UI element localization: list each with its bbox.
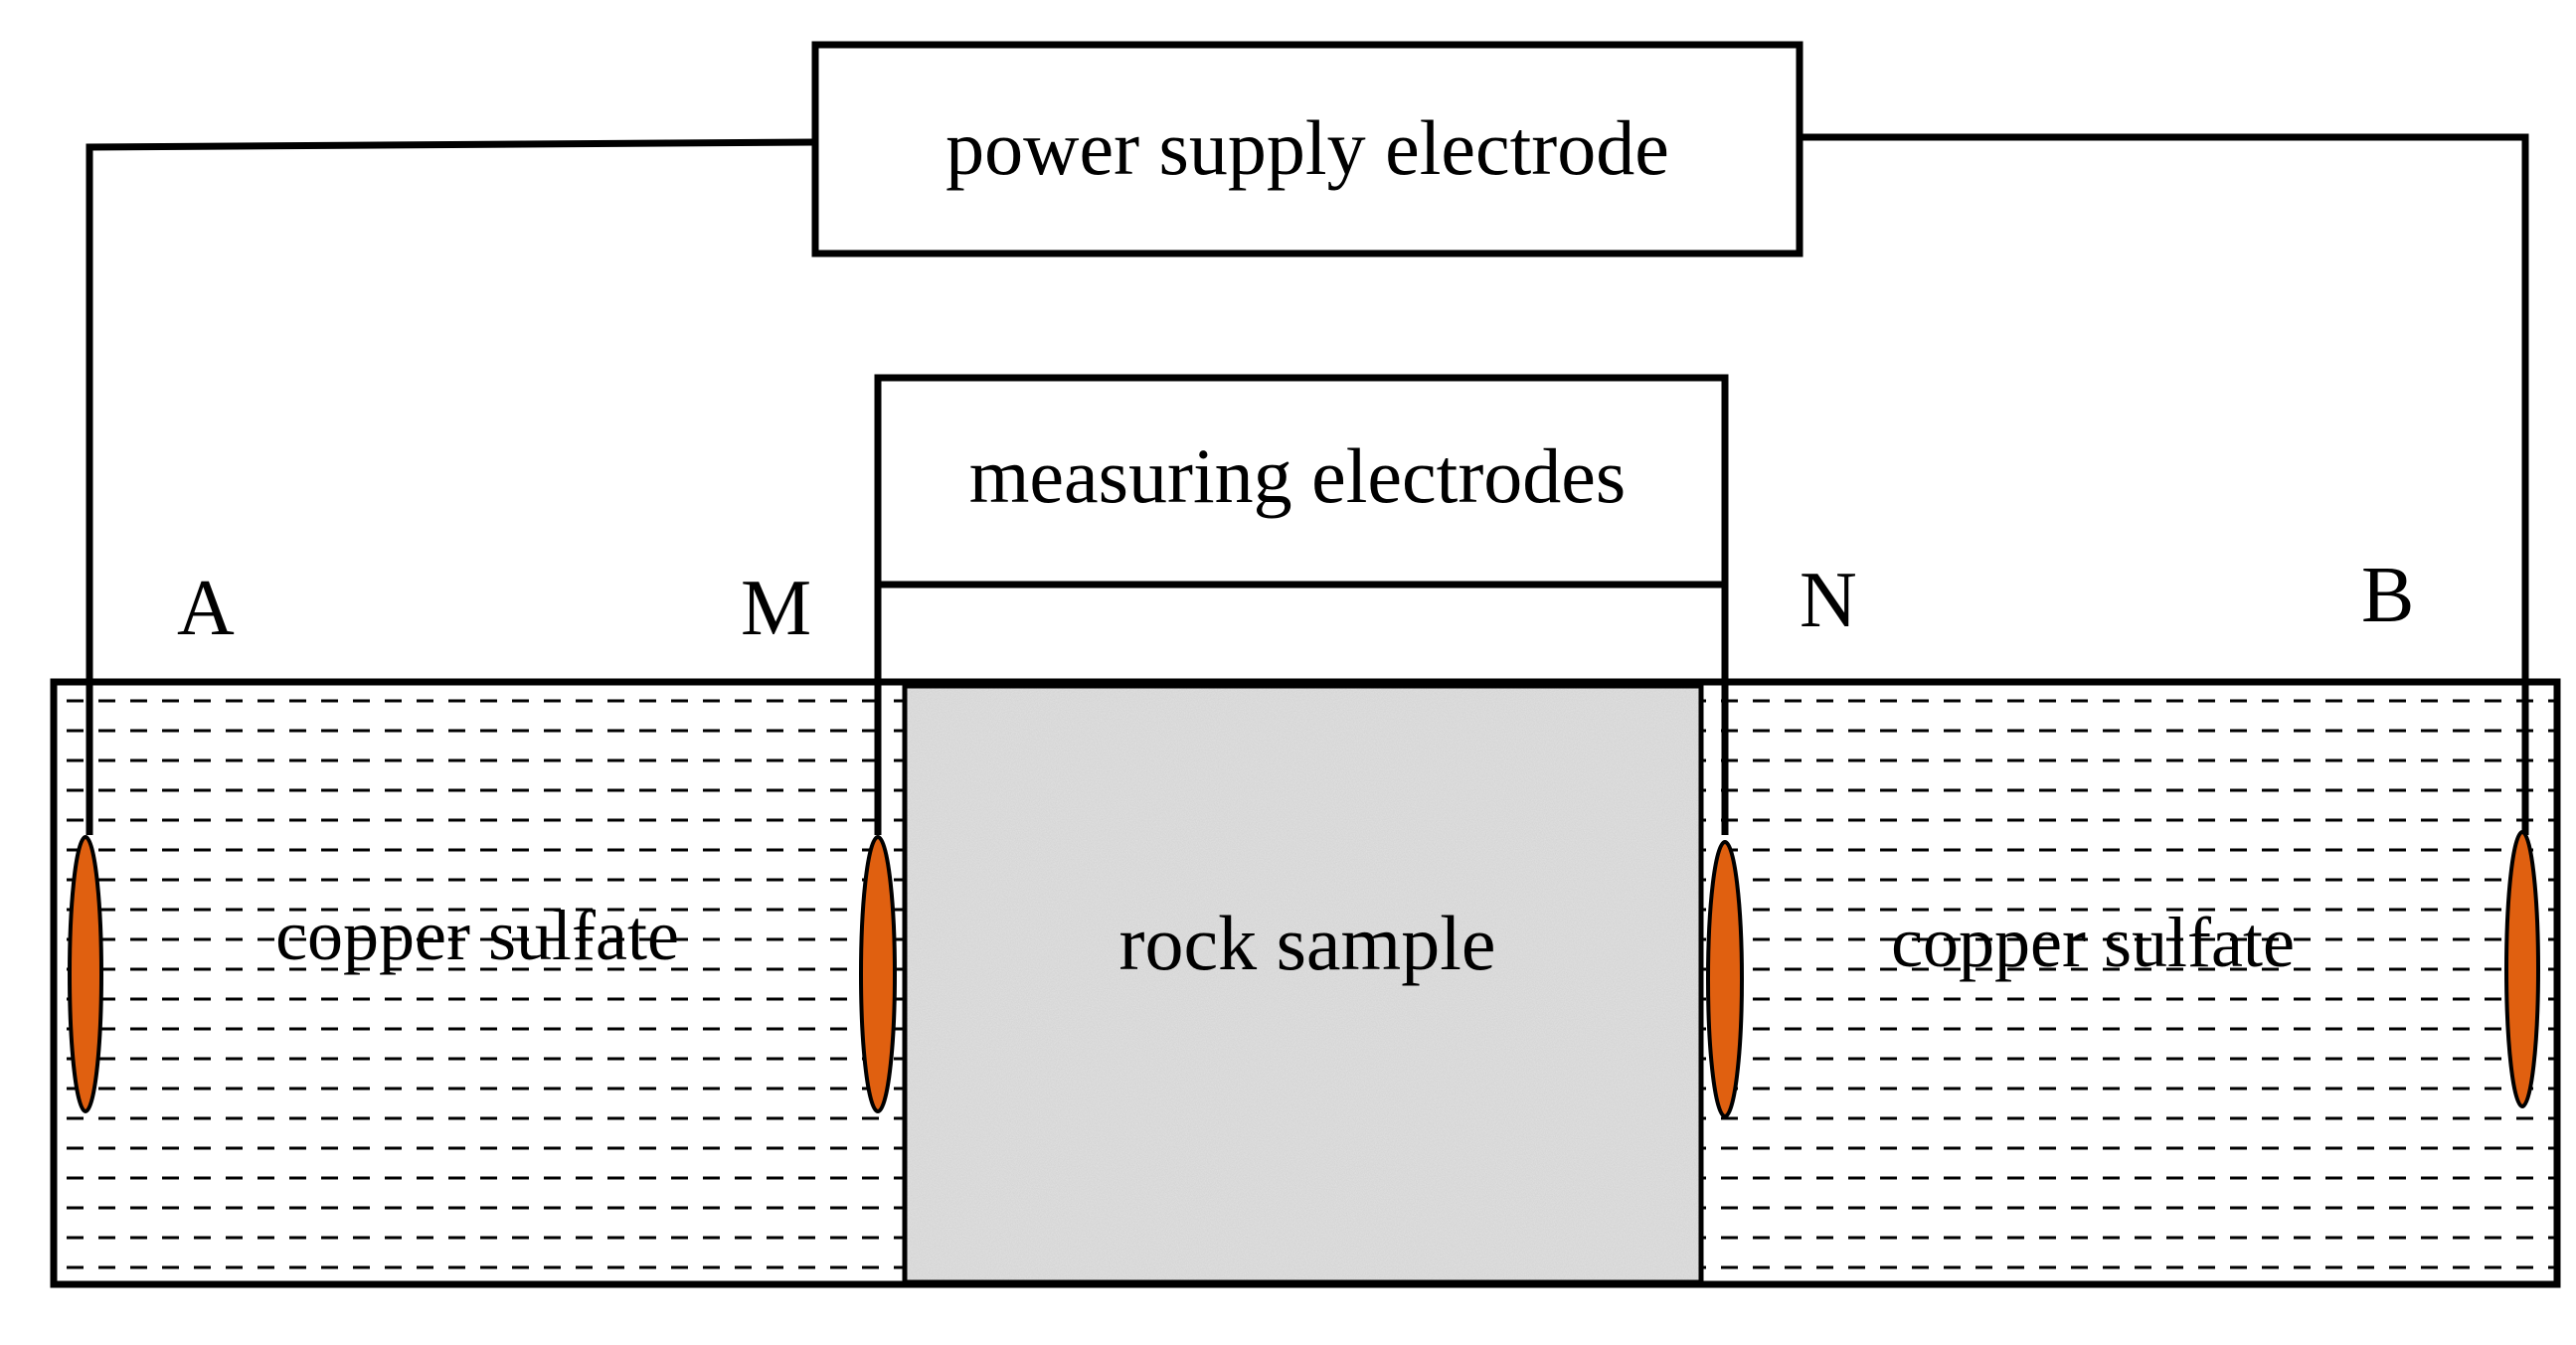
electrode-label-n: N xyxy=(1800,557,1857,644)
power-supply-label: power supply electrode xyxy=(945,104,1669,191)
tank xyxy=(50,678,2561,1288)
tank-outline xyxy=(50,678,2561,1288)
electrode-label-m: M xyxy=(741,565,811,652)
electrode-n xyxy=(1706,840,1744,1118)
right-solution-fill xyxy=(1702,684,2555,1282)
rock-sample-texture xyxy=(905,686,1701,1282)
rock-sample-label: rock sample xyxy=(1118,900,1495,986)
wire-power-to-b xyxy=(1800,133,2529,686)
electrode-label-b: B xyxy=(2361,552,2414,639)
wire-power-to-a xyxy=(86,138,816,686)
power-supply-box: power supply electrode xyxy=(811,41,1803,257)
left-solution-fill xyxy=(56,684,904,1282)
electrode-a xyxy=(68,835,103,1113)
electrode-label-a: A xyxy=(177,565,235,652)
electrodes xyxy=(68,830,2540,1118)
right-solution-label: copper sulfate xyxy=(1891,903,2295,982)
measuring-electrodes-label: measuring electrodes xyxy=(969,432,1627,519)
left-solution-label: copper sulfate xyxy=(275,896,679,975)
electrode-m xyxy=(859,835,897,1113)
measuring-electrodes-box: measuring electrodes xyxy=(874,374,1729,588)
electrode-b xyxy=(2504,830,2540,1108)
